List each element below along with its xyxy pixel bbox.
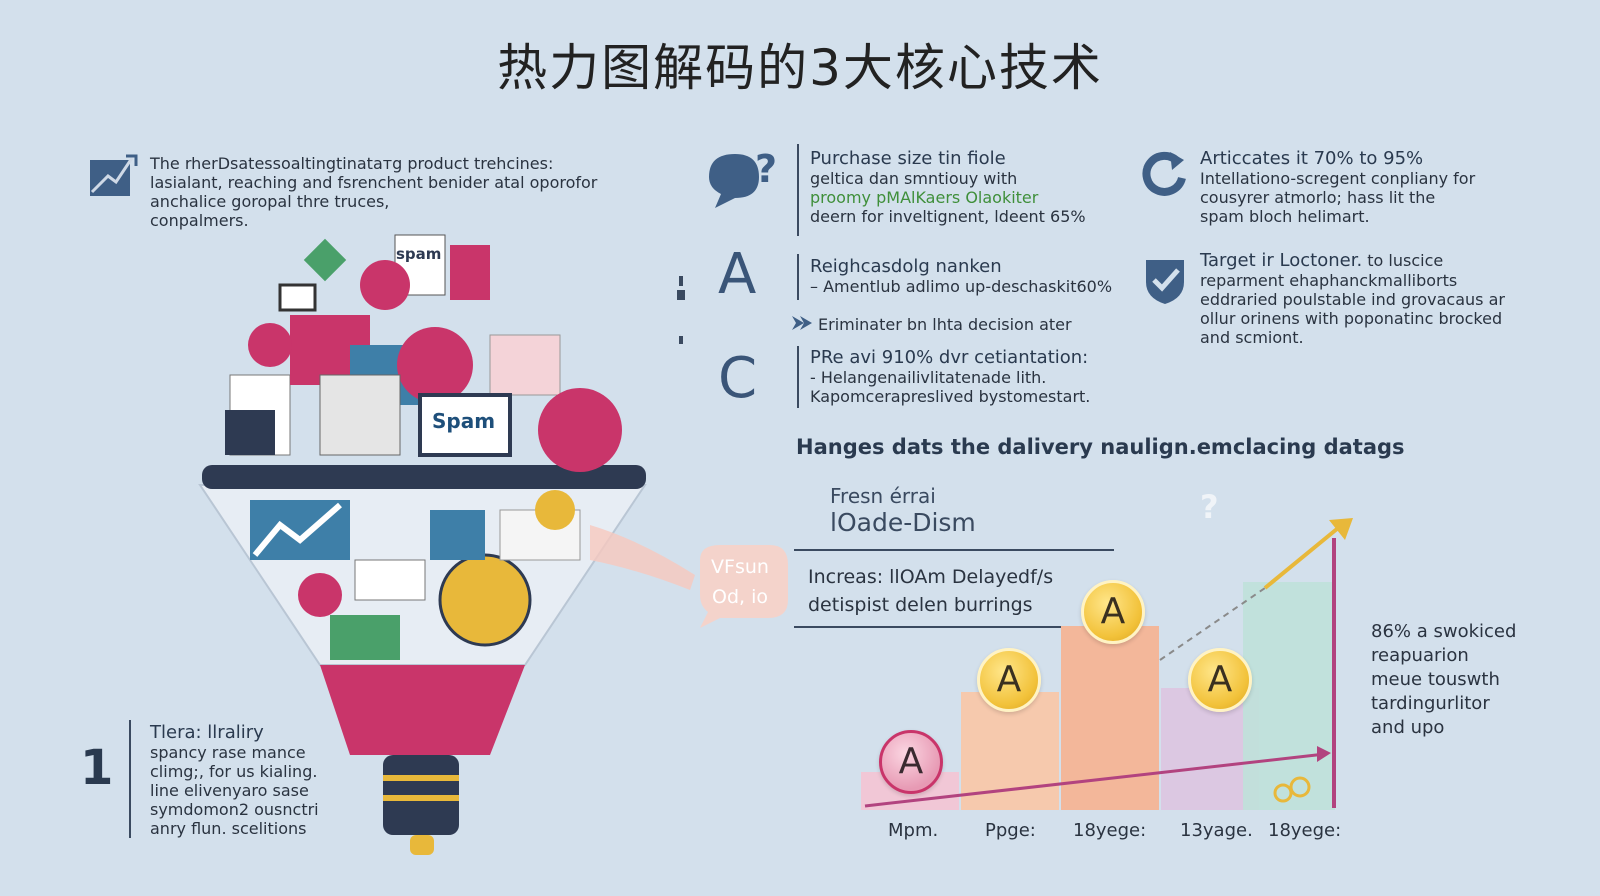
chart-area: A A A A <box>855 510 1355 810</box>
bubble-connector <box>590 520 700 600</box>
bubble-line-1: VFsun <box>711 556 769 578</box>
chart-icon <box>88 152 138 200</box>
spam-tag-large: Spam <box>432 409 496 433</box>
chart-note: 86% a swokiced reapuarion meue touswth t… <box>1371 620 1571 740</box>
middle-block-3-line: - Helangenailivlitatenade lith. <box>810 368 1047 387</box>
chart-box-mid-line-1: Increas: llOAm Delayedf/s <box>808 566 1054 588</box>
chart-box-top-line-2: lOade-Dism <box>830 508 976 537</box>
speech-bubble: VFsun Od, io <box>690 540 790 630</box>
chart-box-top-line-1: Fresn érrai <box>830 484 936 508</box>
middle-block-3: PRe avi 910% dvr cetiantation: - Helange… <box>810 347 1140 406</box>
top-left-text: The rherDsatessoaltingtinataтg product t… <box>150 154 610 230</box>
right-block-1-line: cousyrer atmorlo; hass lit the <box>1200 188 1436 207</box>
chart-heading: Hanges dats the dalivery naulign.emclaci… <box>796 435 1405 459</box>
right-block-1-line: Intellationo-scregent conpliany for <box>1200 169 1476 188</box>
top-left-line: anchalice goropal thre truces, <box>150 192 390 211</box>
funnel-illustration: spam Spam <box>170 225 670 875</box>
middle-block-1: Purchase size tin fiole geltica dan smnt… <box>810 148 1130 226</box>
bar-5 <box>1243 582 1335 810</box>
page-title: 热力图解码的3大核心技术 <box>497 39 1103 97</box>
right-block-1-heading: Articcates it 70% to 95% <box>1200 148 1424 169</box>
middle-block-3-line: Kapomcerapreslived bystomestart. <box>810 387 1091 406</box>
chart-box-divider <box>794 549 1114 551</box>
chart-note-line: reapuarion <box>1371 645 1469 666</box>
right-block-2-heading: Target ir Loctoner. <box>1200 250 1363 271</box>
right-block-1-line: spam bloch helimart. <box>1200 207 1370 226</box>
top-left-line: conpalmers. <box>150 211 249 230</box>
right-block-2-line: ollur orinens with poponatinc brocked <box>1200 309 1503 328</box>
bottom-left-line: anry flun. scelitions <box>150 819 307 838</box>
bottom-left-number: 1 <box>80 740 114 796</box>
coin-a: A <box>879 730 943 794</box>
dots-decoration <box>676 276 686 346</box>
top-left-line: lasialant, reaching and fsrenchent benid… <box>150 173 598 192</box>
svg-text:?: ? <box>755 147 777 191</box>
chart-box-divider <box>794 626 1094 628</box>
chart-box-mid-line-2: detispist delen burrings <box>808 594 1033 616</box>
right-block-1: Articcates it 70% to 95% Intellationo-sc… <box>1200 148 1530 226</box>
question-bubble-icon: ? <box>705 142 785 212</box>
middle-block-1-heading: Purchase size tin fiole <box>810 148 1006 169</box>
right-block-2: Target ir Loctoner. to luscice reparment… <box>1200 250 1540 347</box>
letter-c: C <box>718 346 758 411</box>
arrow-icon <box>790 312 814 334</box>
trend-line-purple <box>864 752 1326 808</box>
right-block-2-heading-row: Target ir Loctoner. to luscice <box>1200 250 1540 271</box>
chart-note-line: and upo <box>1371 717 1445 738</box>
middle-block-2-line: – Amentlub adlimo uр-deschaskit60% <box>810 277 1113 296</box>
right-block-2-line: reparment ehaphanckmalliborts <box>1200 271 1458 290</box>
middle-block-1-bracket <box>797 144 805 236</box>
bottom-left-line: symdomon2 ousnctri <box>150 800 319 819</box>
faint-question-icon: ? <box>1200 488 1219 526</box>
right-block-2-heading-tail: to luscice <box>1367 251 1444 270</box>
middle-block-1-green-line: proomy pMAlKaers Olaokiter <box>810 188 1039 207</box>
x-tick-label: Mpm. <box>888 820 939 841</box>
middle-block-2: Reighcasdolg nanken – Amentlub adlimo uр… <box>810 256 1140 296</box>
coin-a: A <box>977 648 1041 712</box>
middle-block-1-line: deern for inveltignent, ldeent 65% <box>810 207 1086 226</box>
coin-a: A <box>1081 580 1145 644</box>
bottom-left-line: climg;, for us kialing. <box>150 762 318 781</box>
x-tick-label: 18yege: <box>1268 820 1342 841</box>
refresh-icon <box>1140 148 1190 198</box>
right-block-2-line: and scmiont. <box>1200 328 1304 347</box>
bottom-left-line: line elivenyaro sase <box>150 781 309 800</box>
bubble-line-2: Od, io <box>712 586 768 608</box>
middle-block-1-line: geltica dan smntiouy with <box>810 169 1018 188</box>
chart-note-line: 86% a swokiced <box>1371 621 1517 642</box>
trend-arrow-gold <box>1263 522 1345 590</box>
middle-block-3-bracket <box>797 346 805 408</box>
chart-note-line: tardingurlitor <box>1371 693 1490 714</box>
middle-block-2-heading: Reighcasdolg nanken <box>810 256 1002 277</box>
bottom-left-bracket <box>129 720 135 838</box>
letter-a: A <box>718 242 757 307</box>
spam-tag-small: spam <box>396 245 442 263</box>
eliminate-text: Eriminater bn lhta decision ater <box>818 315 1072 334</box>
chart-note-line: meue touswth <box>1371 669 1500 690</box>
bottom-left-block: Tlera: llraliry spancy rase mance climg;… <box>150 722 390 838</box>
coin-a: A <box>1188 648 1252 712</box>
middle-block-2-bracket <box>797 254 805 300</box>
right-block-2-line: eddraried poulstable ind grovacaus ar <box>1200 290 1505 309</box>
shield-check-icon <box>1140 254 1190 306</box>
top-left-line: The rherDsatessoaltingtinataтg product t… <box>150 154 554 173</box>
bottom-left-heading: Tlera: llraliry <box>150 722 264 743</box>
x-tick-label: 18yege: <box>1073 820 1147 841</box>
bottom-left-line: spancy rase mance <box>150 743 306 762</box>
x-tick-label: 13yage. <box>1180 820 1253 841</box>
middle-block-3-heading: PRe avi 910% dvr cetiantation: <box>810 347 1089 368</box>
x-tick-label: Ppge: <box>985 820 1036 841</box>
